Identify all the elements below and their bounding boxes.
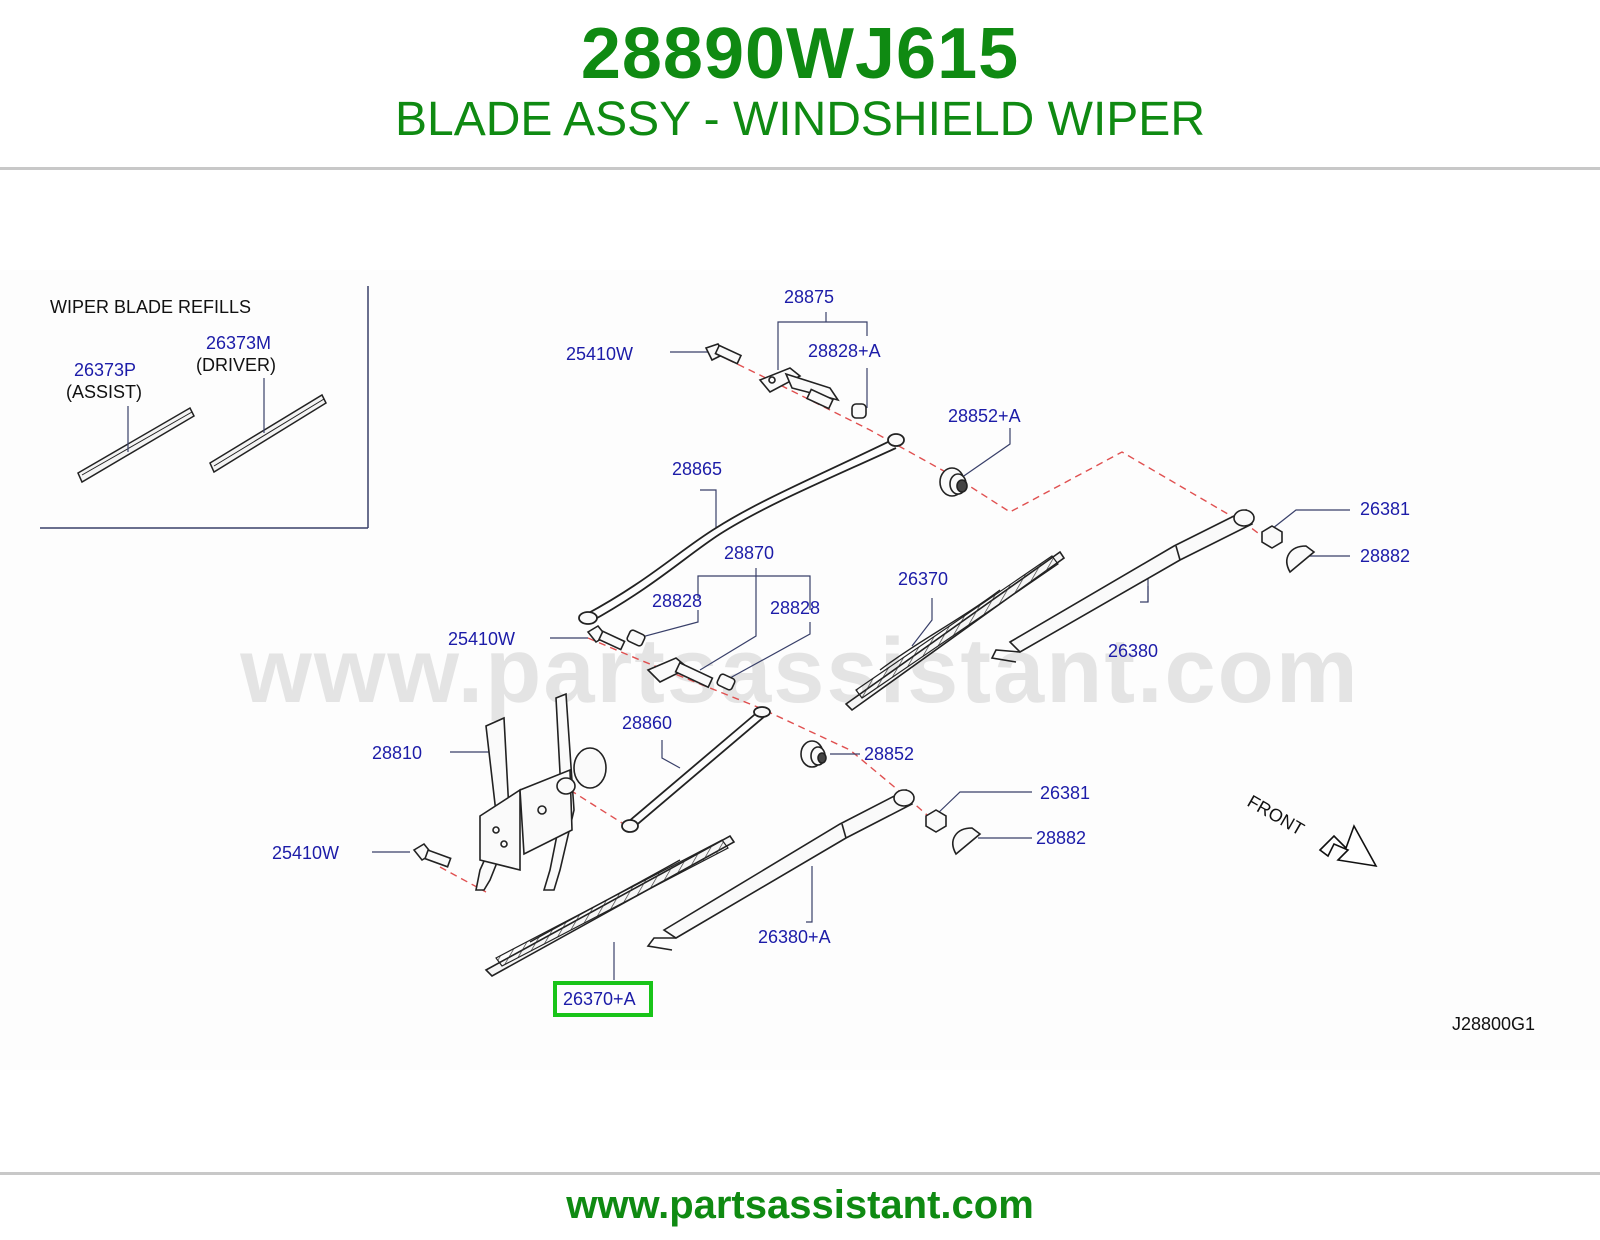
front-indicator: FRONT bbox=[1244, 791, 1378, 868]
cap-28882-top bbox=[1286, 545, 1316, 574]
callout-26381-bottom[interactable]: 26381 bbox=[1040, 783, 1090, 803]
leader-lines bbox=[372, 312, 1350, 980]
bolt-middle bbox=[586, 624, 626, 651]
wiper-arm-26380 bbox=[990, 508, 1255, 663]
callout-26370[interactable]: 26370 bbox=[898, 569, 948, 589]
callout-28882-bottom[interactable]: 28882 bbox=[1036, 828, 1086, 848]
driver-note: (DRIVER) bbox=[196, 355, 276, 375]
wiper-arm-26380a bbox=[646, 788, 915, 951]
part-description: BLADE ASSY - WINDSHIELD WIPER bbox=[395, 93, 1205, 146]
front-label: FRONT bbox=[1244, 791, 1308, 839]
callout-labels: 28875 25410W 28828+A 28852+A 28865 26381… bbox=[272, 287, 1410, 947]
diagram-canvas: www.partsassistant.com WIPER BLADE REFIL… bbox=[40, 286, 1535, 1034]
refill-strip-assist bbox=[77, 406, 195, 484]
highlight-box bbox=[553, 981, 653, 1017]
wiper-blade-26370 bbox=[844, 550, 1066, 712]
callout-28852a[interactable]: 28852+A bbox=[948, 406, 1021, 426]
callout-26381-top[interactable]: 26381 bbox=[1360, 499, 1410, 519]
highlighted-callout[interactable]: 26370+A bbox=[553, 981, 653, 1017]
diagram-code: J28800G1 bbox=[1452, 1014, 1535, 1034]
callout-26380[interactable]: 26380 bbox=[1108, 641, 1158, 661]
callout-28875[interactable]: 28875 bbox=[784, 287, 834, 307]
callout-28828-left[interactable]: 28828 bbox=[652, 591, 702, 611]
front-arrow-icon bbox=[1318, 824, 1378, 868]
link-rod-28865 bbox=[578, 433, 905, 625]
bolt-top bbox=[704, 343, 743, 365]
callout-25410w-mid[interactable]: 25410W bbox=[448, 629, 515, 649]
footer-url[interactable]: www.partsassistant.com bbox=[566, 1183, 1034, 1227]
nut-26381-top bbox=[1261, 525, 1283, 549]
callout-26380a[interactable]: 26380+A bbox=[758, 927, 831, 947]
bolt-bottom bbox=[412, 842, 452, 868]
header-divider bbox=[0, 167, 1600, 170]
callout-25410w-bottom[interactable]: 25410W bbox=[272, 843, 339, 863]
callout-26370a[interactable]: 26370+A bbox=[563, 989, 636, 1009]
parts-diagram: www.partsassistant.com WIPER BLADE REFIL… bbox=[0, 270, 1600, 1070]
pivot-middle bbox=[626, 629, 736, 691]
refills-box: WIPER BLADE REFILLS 26373P (ASSIST) 2637… bbox=[40, 286, 369, 529]
callout-28828a[interactable]: 28828+A bbox=[808, 341, 881, 361]
wiper-blade-26370a[interactable] bbox=[484, 834, 736, 977]
callout-28865[interactable]: 28865 bbox=[672, 459, 722, 479]
callout-28852[interactable]: 28852 bbox=[864, 744, 914, 764]
motor-bracket-28810 bbox=[475, 692, 607, 891]
grommet-28852a bbox=[939, 467, 968, 497]
refills-title: WIPER BLADE REFILLS bbox=[50, 297, 251, 317]
assembly-lines bbox=[439, 358, 1263, 893]
callout-26373p[interactable]: 26373P bbox=[74, 360, 136, 380]
callout-28828-right[interactable]: 28828 bbox=[770, 598, 820, 618]
refill-strip-driver bbox=[209, 378, 327, 474]
nut-26381-bottom bbox=[925, 809, 947, 833]
footer-divider bbox=[0, 1172, 1600, 1175]
callout-28810[interactable]: 28810 bbox=[372, 743, 422, 763]
link-rod-28860 bbox=[621, 706, 771, 833]
pivot-top bbox=[758, 367, 867, 419]
watermark-text: www.partsassistant.com bbox=[239, 620, 1359, 722]
callout-28860[interactable]: 28860 bbox=[622, 713, 672, 733]
callout-26373m[interactable]: 26373M bbox=[206, 333, 271, 353]
callout-28870[interactable]: 28870 bbox=[724, 543, 774, 563]
grommet-28852 bbox=[800, 740, 827, 768]
callout-25410w-top[interactable]: 25410W bbox=[566, 344, 633, 364]
part-number: 28890WJ615 bbox=[580, 14, 1020, 94]
assist-note: (ASSIST) bbox=[66, 382, 142, 402]
callout-28882-top[interactable]: 28882 bbox=[1360, 546, 1410, 566]
cap-28882-bottom bbox=[952, 827, 982, 856]
